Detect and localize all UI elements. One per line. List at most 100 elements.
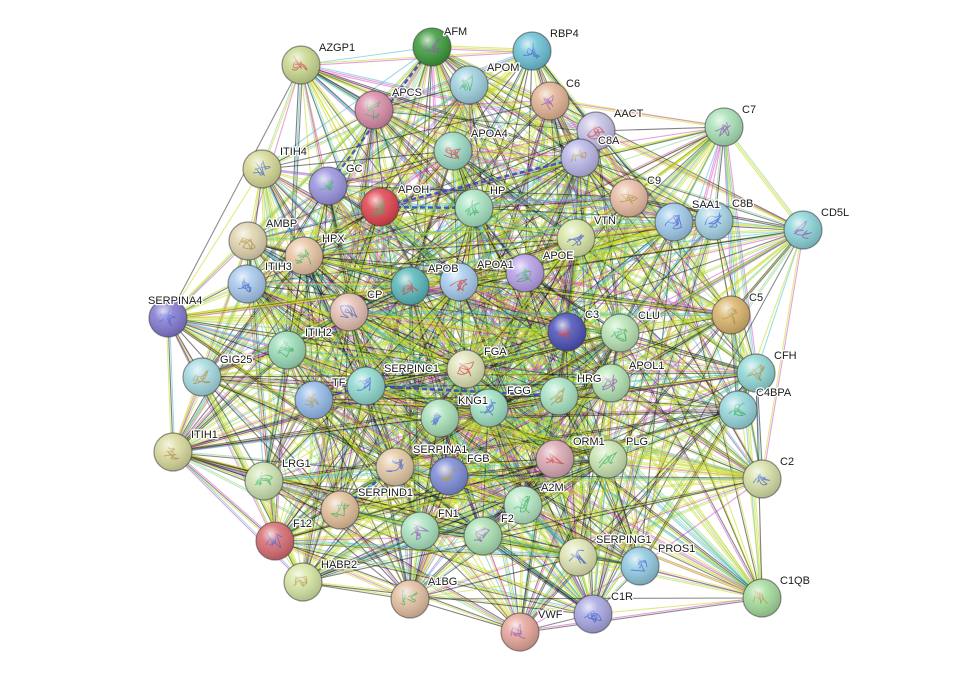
node-highlight <box>464 517 502 555</box>
edge-KNG1-C1QB <box>439 418 762 600</box>
node-highlight <box>557 219 595 257</box>
node-c7[interactable] <box>704 107 744 147</box>
node-apoa1[interactable] <box>439 262 479 302</box>
node-gc[interactable] <box>308 166 348 206</box>
edge-GIG25-SERPINC1 <box>201 376 367 387</box>
node-serpina4[interactable] <box>148 298 188 338</box>
node-clu[interactable] <box>600 313 640 353</box>
edge-C8B-PLG <box>607 220 715 460</box>
node-label-c8a: C8A <box>598 135 620 147</box>
edge-CLU-CFH <box>619 333 756 375</box>
node-outline <box>294 380 334 420</box>
node-apcs[interactable] <box>354 90 394 130</box>
node-afm[interactable] <box>412 27 452 67</box>
edge-CLU-A1BG <box>409 332 621 600</box>
node-c4bpa[interactable] <box>718 390 758 430</box>
edge-CD5L-CFH <box>755 229 804 374</box>
node-cd5l[interactable] <box>783 210 823 250</box>
node-ambp[interactable] <box>228 221 268 261</box>
node-c1qb[interactable] <box>742 578 782 618</box>
edge-C9-C3 <box>566 197 630 333</box>
node-c5[interactable] <box>711 295 751 335</box>
node-serpind1[interactable] <box>320 490 360 530</box>
node-c2[interactable] <box>742 459 782 499</box>
node-orm1[interactable] <box>535 439 575 479</box>
edge-HP-CP <box>348 207 475 313</box>
edge-GIG25-SERPIND1 <box>201 377 340 511</box>
edge-ITIH1-VWF <box>173 450 521 632</box>
node-azgp1[interactable] <box>281 45 321 85</box>
node-kng1[interactable] <box>420 398 460 438</box>
node-vwf[interactable] <box>500 612 540 652</box>
edge-APOA4-GC <box>327 149 453 186</box>
node-apol1[interactable] <box>591 363 631 403</box>
node-gig25[interactable] <box>182 357 222 397</box>
node-fn1[interactable] <box>400 511 440 551</box>
node-highlight <box>391 267 429 305</box>
node-highlight <box>183 358 221 396</box>
node-serping1[interactable] <box>558 537 598 577</box>
node-outline <box>320 490 360 530</box>
node-highlight <box>376 448 414 486</box>
node-c1r[interactable] <box>573 594 613 634</box>
node-pros1[interactable] <box>620 546 660 586</box>
node-c3[interactable] <box>547 312 587 352</box>
node-saa1[interactable] <box>654 202 694 242</box>
node-label-itih3: ITIH3 <box>265 261 292 273</box>
node-highlight <box>719 391 757 429</box>
edge-TF-FGG <box>313 401 489 411</box>
edge-C8B-C1R <box>590 220 713 614</box>
node-habp2[interactable] <box>283 562 323 602</box>
node-apom[interactable] <box>449 65 489 105</box>
node-cfh[interactable] <box>736 353 776 393</box>
node-a2m[interactable] <box>503 485 543 525</box>
edge-C4BPA-PROS1 <box>638 409 738 566</box>
node-itih1[interactable] <box>153 432 193 472</box>
node-cp[interactable] <box>329 292 369 332</box>
edge-C6-C7 <box>549 101 724 129</box>
node-tf[interactable] <box>294 380 334 420</box>
node-plg[interactable] <box>588 439 628 479</box>
edge-PLG-F2 <box>483 459 610 538</box>
node-vtn[interactable] <box>556 218 596 258</box>
node-itih4[interactable] <box>242 149 282 189</box>
node-label-c6: C6 <box>566 78 580 90</box>
node-rbp4[interactable] <box>512 31 552 71</box>
node-c9[interactable] <box>609 178 649 218</box>
node-hrg[interactable] <box>539 376 579 416</box>
node-fgg[interactable] <box>469 388 509 428</box>
node-lrg1[interactable] <box>244 461 284 501</box>
node-hpx[interactable] <box>284 236 324 276</box>
node-label-cfh: CFH <box>774 350 797 362</box>
node-c8b[interactable] <box>694 201 734 241</box>
node-c6[interactable] <box>530 81 570 121</box>
node-f12[interactable] <box>255 521 295 561</box>
node-outline <box>718 390 758 430</box>
node-outline <box>449 65 489 105</box>
node-apob[interactable] <box>390 266 430 306</box>
edge-homology-GC-AFM <box>327 46 433 187</box>
node-itih2[interactable] <box>267 330 307 370</box>
node-c8a[interactable] <box>560 138 600 178</box>
node-serpinc1[interactable] <box>346 366 386 406</box>
edge-C1QB-C1R <box>592 597 763 615</box>
node-serpina1[interactable] <box>375 447 415 487</box>
node-apoh[interactable] <box>360 187 400 227</box>
node-highlight <box>256 522 294 560</box>
node-label-apol1: APOL1 <box>629 360 664 372</box>
node-label-fgb: FGB <box>467 453 490 465</box>
node-outline <box>654 202 694 242</box>
node-f2[interactable] <box>463 516 503 556</box>
node-highlight <box>655 203 693 241</box>
node-apoa4[interactable] <box>433 131 473 171</box>
node-label-c8b: C8B <box>732 198 753 210</box>
edge-ORM1-VWF <box>519 458 556 633</box>
node-apoe[interactable] <box>505 253 545 293</box>
node-a1bg[interactable] <box>390 579 430 619</box>
node-fgb[interactable] <box>429 456 469 496</box>
node-highlight <box>309 167 347 205</box>
node-itih3[interactable] <box>227 264 267 304</box>
node-fga[interactable] <box>446 349 486 389</box>
node-highlight <box>228 265 266 303</box>
node-hp[interactable] <box>454 188 494 228</box>
